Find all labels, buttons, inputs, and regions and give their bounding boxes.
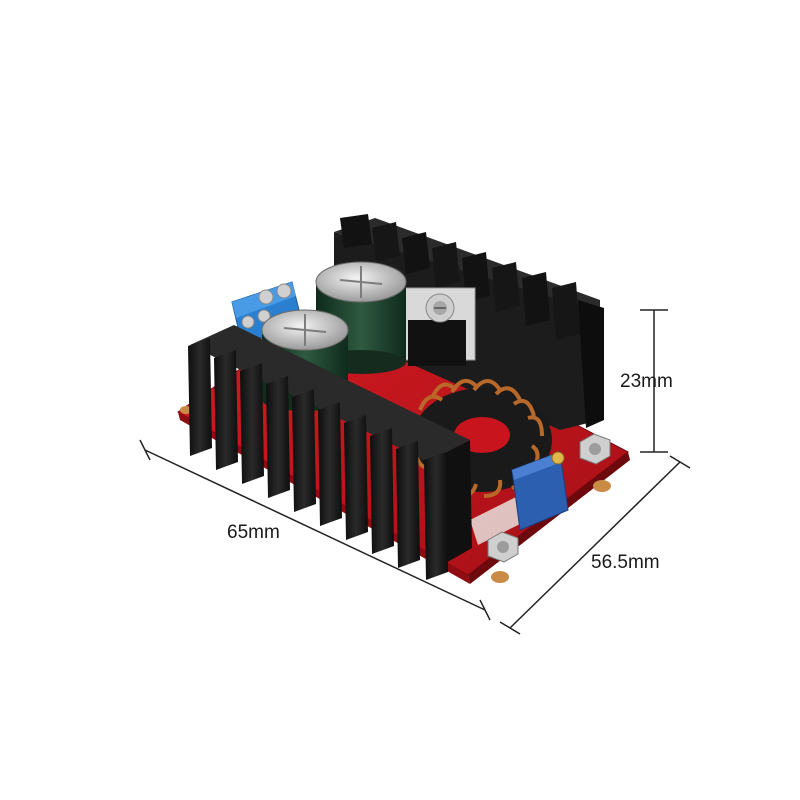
rear-heatsink [334, 214, 604, 430]
output-terminal-nuts [487, 433, 611, 563]
height-dimension-line [640, 309, 668, 453]
width-dimension-label: 56.5mm [591, 552, 660, 573]
front-heatsink [188, 325, 472, 580]
height-dimension-label: 23mm [620, 371, 673, 392]
length-dimension-label: 65mm [227, 522, 280, 543]
length-dimension-line [139, 439, 491, 621]
input-terminal-block [231, 281, 303, 346]
width-dimension-line [499, 455, 691, 635]
trimmer-potentiometer [511, 451, 569, 531]
